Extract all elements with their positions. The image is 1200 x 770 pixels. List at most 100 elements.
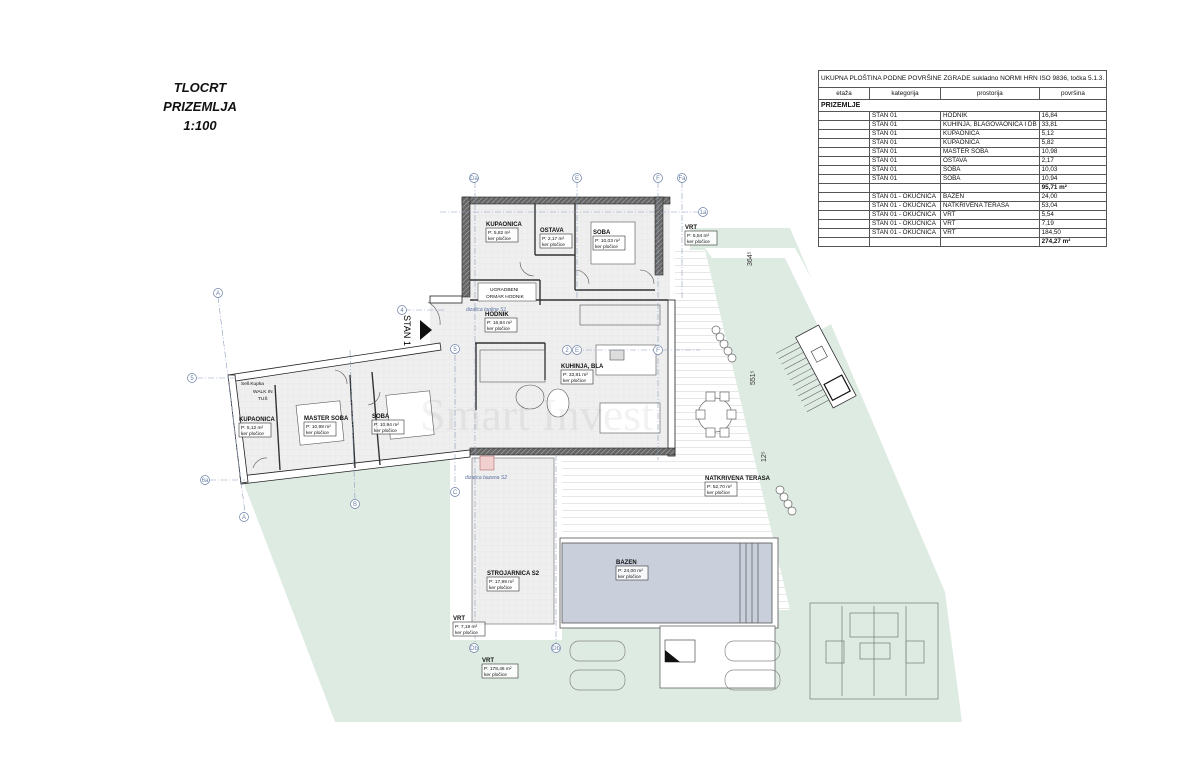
room-finish: ker pločice: [618, 574, 641, 580]
axis-label: 5: [453, 347, 457, 353]
table-cell: 7,19: [1038, 219, 1108, 229]
dimension: 12⁵: [761, 451, 768, 462]
table-cell: KUPAONICA: [940, 129, 1040, 139]
table-cell: SOBA: [940, 174, 1040, 184]
room-finish: ker pločice: [488, 236, 511, 242]
room-area: P: 5,82 m²: [488, 230, 511, 236]
axis-marker: Db: [469, 643, 479, 653]
axis-marker: Fa: [677, 173, 687, 183]
room-finish: ker pločice: [374, 428, 397, 434]
room-area: P: 33,81 m²: [563, 372, 588, 378]
bath-note: Sell.Kupka: [241, 381, 264, 387]
axis-label: 4: [400, 308, 404, 314]
table-cell: 5,12: [1038, 129, 1108, 139]
axis-marker: F: [653, 345, 663, 355]
drawing-title: TLOCRT PRIZEMLJA 1:100: [140, 78, 260, 135]
table-cell: OSTAVA: [940, 156, 1040, 166]
table-cell: 24,00: [1038, 192, 1108, 202]
table-cell: STAN 01: [869, 111, 941, 121]
table-cell: BAZEN: [940, 192, 1040, 202]
pool-pump-note: dizalica bazena S2: [465, 475, 507, 481]
room-name: KUPAONICA: [486, 222, 523, 228]
axis-marker: 2: [562, 345, 572, 355]
axis-label: Db: [470, 646, 478, 652]
pool-steps: [739, 543, 759, 623]
entrance-arrow[interactable]: [420, 320, 432, 340]
table-cell: STAN 01: [869, 138, 941, 148]
table-cell: [869, 183, 941, 193]
room-finish: ker pločice: [563, 378, 586, 384]
heat-pump: [479, 455, 495, 471]
room-area: P: 2,17 m²: [542, 236, 565, 242]
table-cell: STAN 01 - OKUĆNICA: [869, 219, 941, 229]
table-cell: 10,94: [1038, 174, 1108, 184]
room-name: KUHINJA, BLA: [561, 364, 604, 370]
axis-label: F: [656, 348, 660, 354]
room-tag-box: [371, 419, 405, 435]
room-finish: ker pločice: [306, 430, 329, 436]
room-name: OSTAVA: [540, 228, 564, 234]
room-name: VRT: [482, 658, 494, 664]
room-area: P: 7,19 m²: [455, 624, 478, 630]
loungers: [711, 325, 797, 516]
table-cell: 184,50: [1038, 228, 1108, 238]
room-area: P: 178,46 m²: [484, 666, 512, 672]
room-name: STROJARNICA S2: [487, 571, 540, 577]
grid-axes: [197, 182, 700, 645]
table-title: UKUPNA PLOŠTINA PODNE POVRŠINE ZGRADE su…: [817, 70, 1108, 88]
room-finish: ker pločice: [489, 585, 512, 591]
room-tag-box: [539, 233, 573, 249]
table-cell: VRT: [940, 210, 1040, 220]
table-cell: [818, 156, 870, 166]
room-area: P: 5,54 m²: [687, 233, 710, 239]
room-area: P: 10,98 m²: [306, 424, 331, 430]
axis-marker: Da: [469, 173, 479, 183]
room-finish: ker pločice: [455, 630, 478, 636]
room-name: VRT: [685, 225, 697, 231]
axis-label: Fa: [678, 176, 686, 182]
axis-label: 2: [565, 348, 569, 354]
table-cell: [818, 120, 870, 130]
table-cell: [818, 129, 870, 139]
axis-marker: 1a: [698, 207, 708, 217]
column-header: etaža: [818, 87, 870, 100]
table-cell: [818, 228, 870, 238]
axis-label: A: [216, 291, 220, 297]
room-tag-box: [485, 227, 519, 243]
table-cell: [818, 201, 870, 211]
room-name: NATKRIVENA TERASA: [705, 476, 771, 482]
room-tag-box: [238, 422, 272, 438]
room-tag-box: [704, 481, 738, 497]
table-cell: STAN 01 - OKUĆNICA: [869, 192, 941, 202]
room-name: SOBA: [372, 414, 390, 420]
scale-text: 1:100: [183, 118, 217, 133]
axis-label: 5: [190, 376, 194, 382]
room-finish: ker pločice: [542, 242, 565, 248]
table-cell: NATKRIVENA TERASA: [940, 201, 1040, 211]
axis-label: 6a: [202, 478, 209, 484]
axis-marker: 5: [187, 373, 197, 383]
room-area: P: 24,00 m²: [618, 568, 643, 574]
table-cell: STAN 01 - OKUĆNICA: [869, 210, 941, 220]
table-cell: STAN 01: [869, 120, 941, 130]
table-cell: [818, 111, 870, 121]
table-cell: [940, 183, 1040, 193]
pool: [561, 542, 773, 624]
axis-label: 1a: [700, 210, 707, 216]
room-finish: ker pločice: [707, 490, 730, 496]
room-tag-box: [486, 576, 520, 592]
table-cell: MASTER SOBA: [940, 147, 1040, 157]
